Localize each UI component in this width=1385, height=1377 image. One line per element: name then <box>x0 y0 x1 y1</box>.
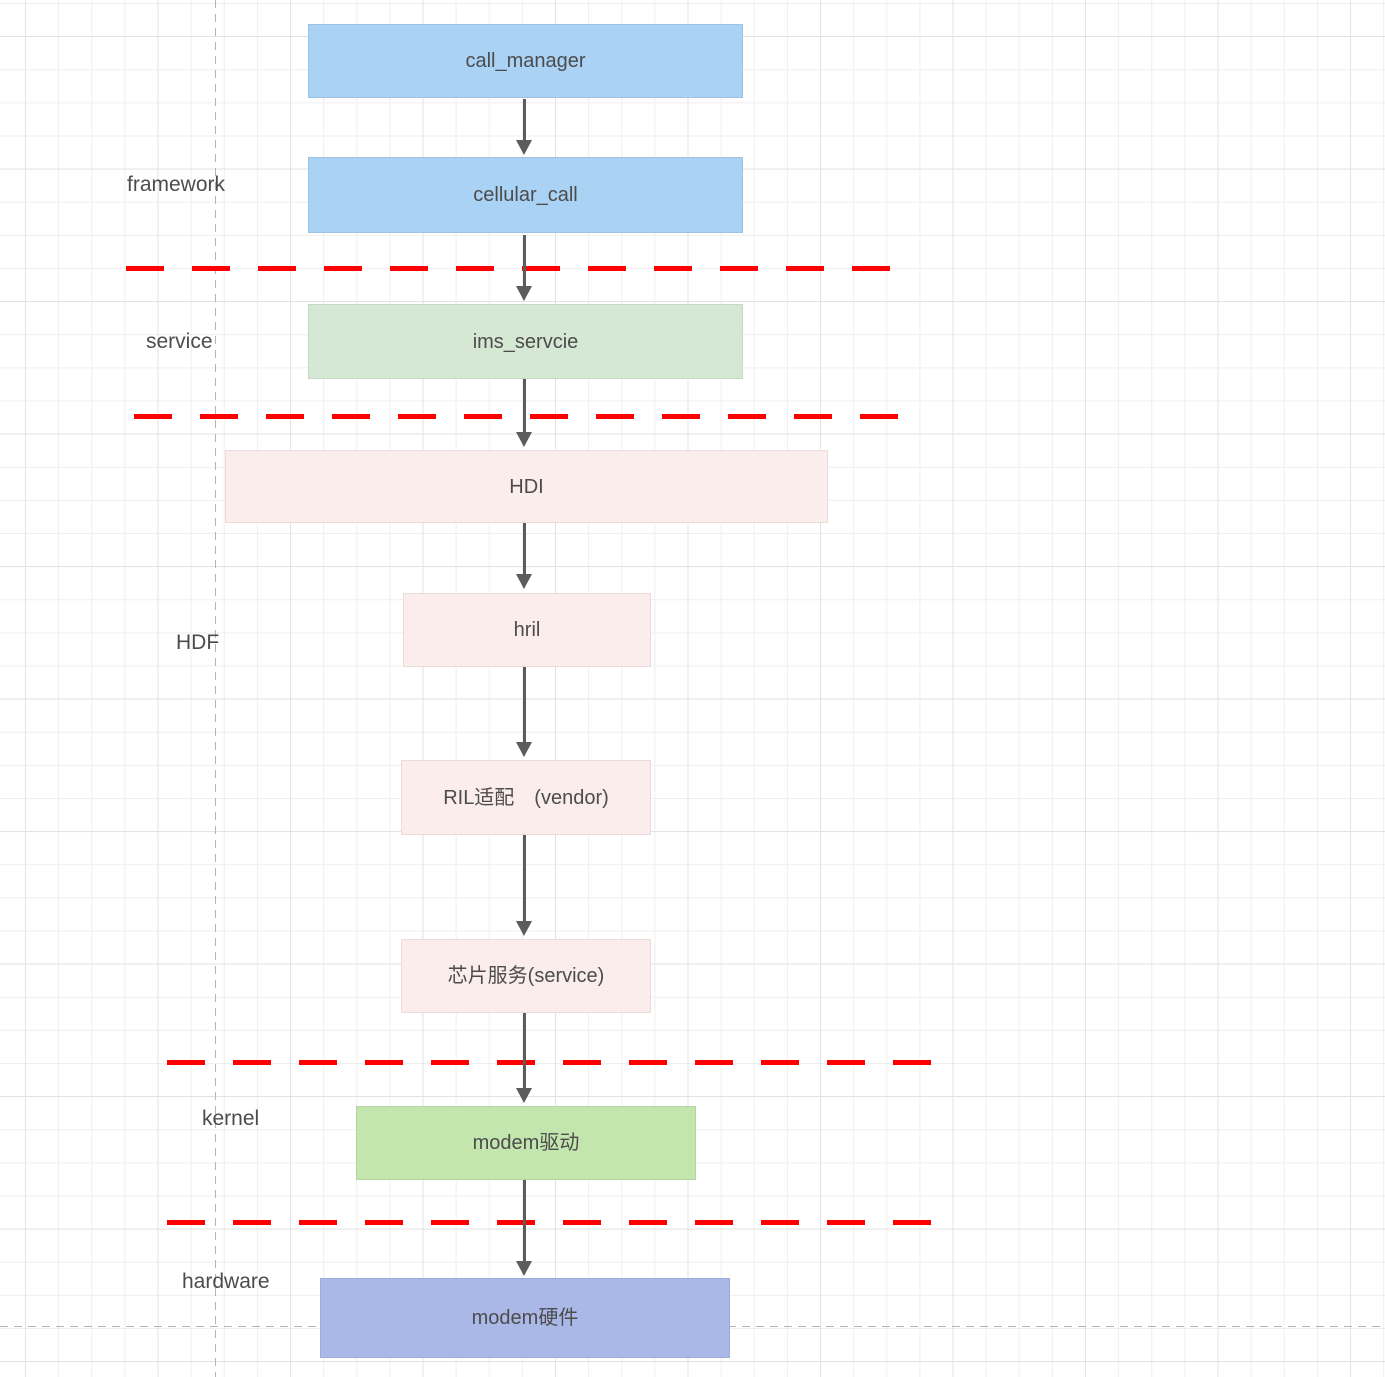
layer-divider-service-hdf <box>134 414 906 419</box>
layer-divider-hdf-kernel <box>167 1060 937 1065</box>
node-modem-hardware-label: modem硬件 <box>471 1307 579 1329</box>
node-modem-driver-label: modem驱动 <box>472 1132 580 1154</box>
node-modem-driver: modem驱动 <box>356 1106 696 1180</box>
node-hdi-label: HDI <box>509 475 544 498</box>
layer-label-hdf: HDF <box>176 631 220 654</box>
node-hdi: HDI <box>225 450 828 523</box>
arrow-chipservice-to-modemdriver <box>516 1013 533 1103</box>
node-hril-label: hril <box>513 619 541 641</box>
arrow-cellularcall-to-ims <box>516 235 533 301</box>
arrow-head-icon <box>516 1088 532 1103</box>
node-ims-service: ims_servcie <box>308 304 743 379</box>
arrow-hril-to-ril <box>516 667 533 757</box>
arrow-head-icon <box>516 574 532 589</box>
node-cellular-call-label: cellular_call <box>473 184 578 206</box>
arrow-head-icon <box>516 140 532 155</box>
arrow-head-icon <box>516 742 532 757</box>
arrow-head-icon <box>516 1261 532 1276</box>
arrow-ril-to-chipservice <box>516 835 533 936</box>
arrow-shaft <box>523 1180 526 1263</box>
arrow-ims-to-hdi <box>516 379 533 447</box>
node-call-manager: call_manager <box>308 24 743 98</box>
arrow-head-icon <box>516 286 532 301</box>
arrow-head-icon <box>516 432 532 447</box>
arrow-shaft <box>523 99 526 142</box>
arrow-head-icon <box>516 921 532 936</box>
node-ims-service-label: ims_servcie <box>472 330 579 353</box>
node-call-manager-label: call_manager <box>465 50 586 72</box>
arrow-callmanager-to-cellularcall <box>516 99 533 155</box>
node-ril-vendor-label: RIL适配 (vendor) <box>443 786 609 809</box>
arrow-shaft <box>523 1013 526 1090</box>
arrow-shaft <box>523 523 526 576</box>
arrow-shaft <box>523 235 526 288</box>
arrow-shaft <box>523 667 526 744</box>
node-hril: hril <box>403 593 651 667</box>
arrow-hdi-to-hril <box>516 523 533 589</box>
page-boundary-vertical <box>215 0 216 1377</box>
arrow-shaft <box>523 835 526 923</box>
layer-divider-framework-service <box>126 266 898 271</box>
node-cellular-call: cellular_call <box>308 157 743 233</box>
node-ril-vendor: RIL适配 (vendor) <box>401 760 651 835</box>
layer-label-hardware: hardware <box>182 1270 270 1293</box>
arrow-modemdriver-to-modemhardware <box>516 1180 533 1276</box>
node-modem-hardware: modem硬件 <box>320 1278 730 1358</box>
node-chip-service: 芯片服务(service) <box>401 939 651 1013</box>
node-chip-service-label: 芯片服务(service) <box>447 965 605 987</box>
layer-label-service: service <box>146 330 213 353</box>
layer-divider-kernel-hardware <box>167 1220 937 1225</box>
arrow-shaft <box>523 379 526 434</box>
layer-label-framework: framework <box>127 173 226 196</box>
layer-label-kernel: kernel <box>202 1107 260 1130</box>
